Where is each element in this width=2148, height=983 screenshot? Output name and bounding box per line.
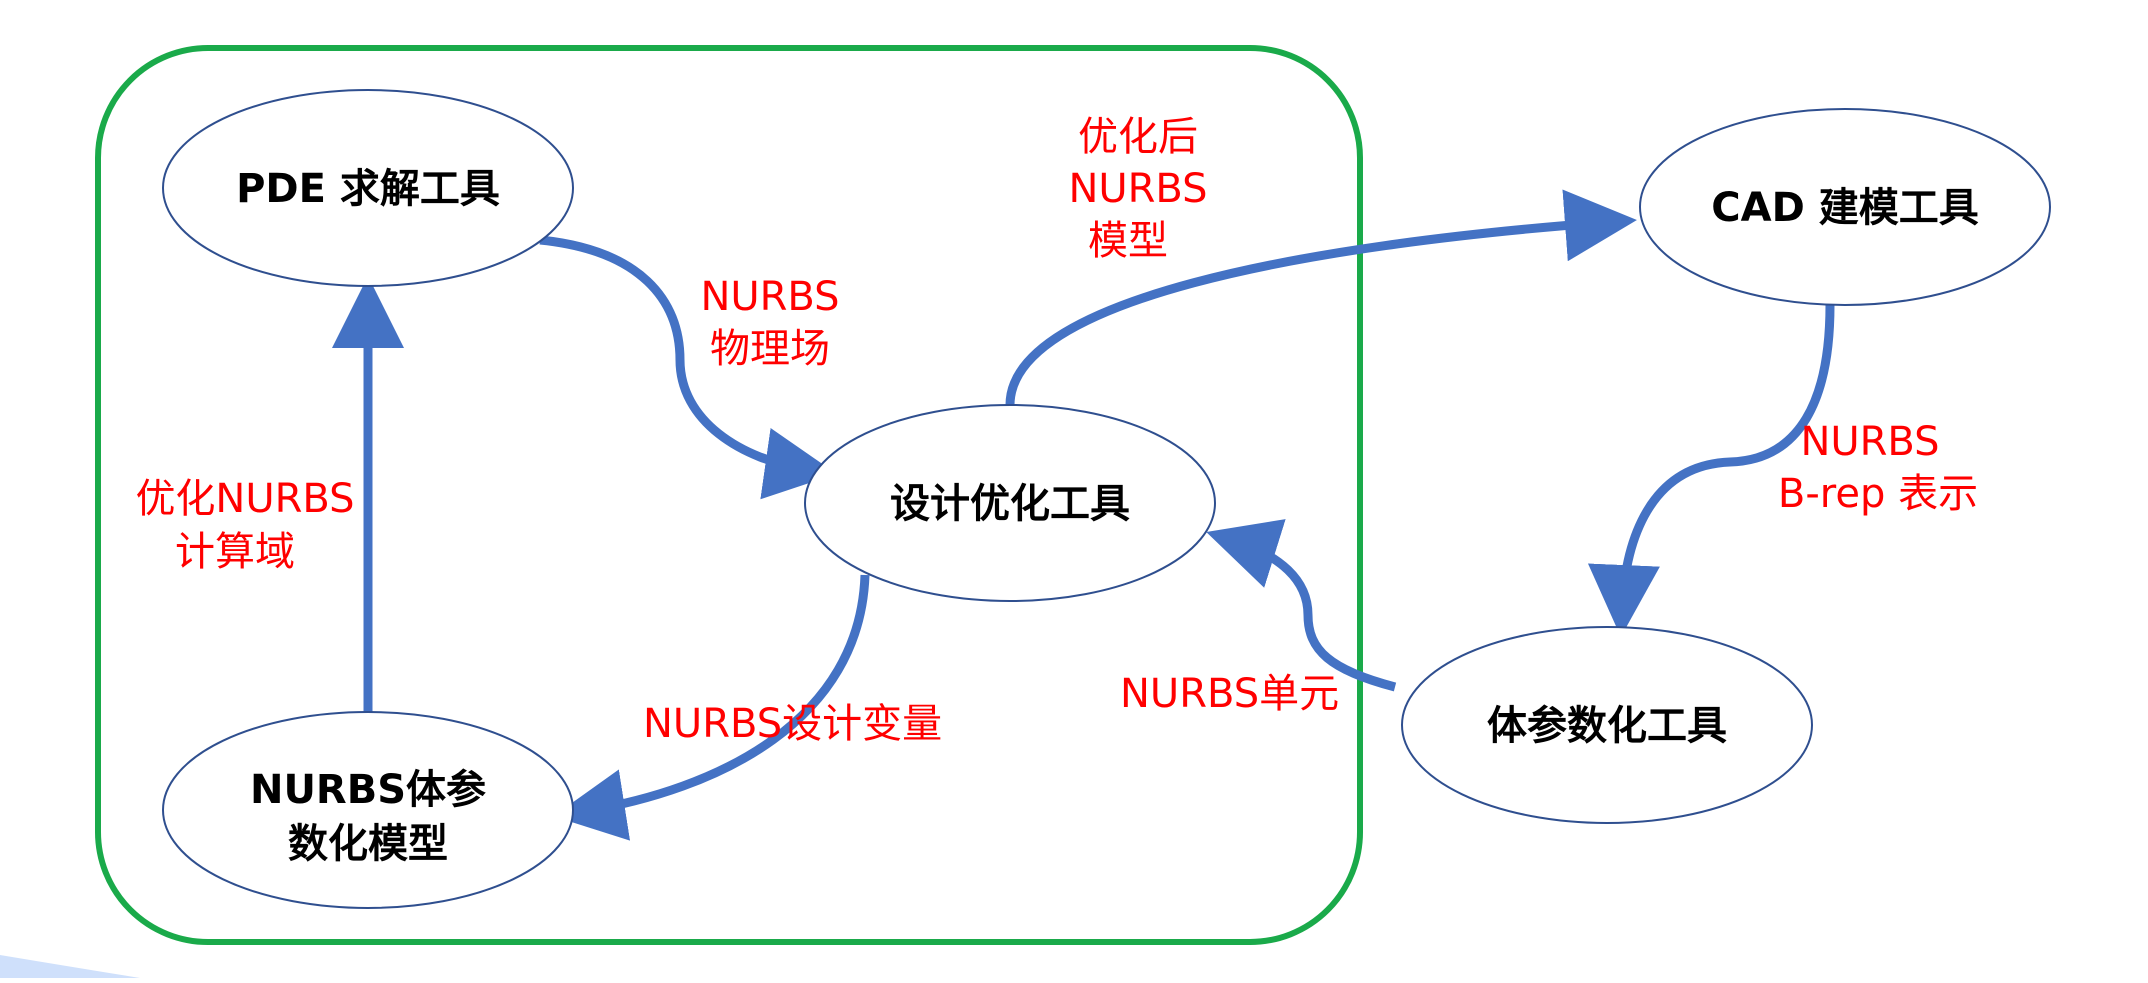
node-pde-solver-label: PDE 求解工具 [236, 166, 500, 212]
node-design-optimization-label: 设计优化工具 [890, 481, 1130, 527]
label-optimized-line2: NURBS [1068, 166, 1207, 212]
label-physics-line2: 物理场 [710, 326, 830, 372]
label-brep-line2: B-rep 表示 [1778, 471, 1978, 517]
edge-design-opt-to-nurbs-model [553, 574, 870, 841]
label-physics-line1: NURBS [700, 274, 839, 320]
node-nurbs-model[interactable] [162, 711, 574, 909]
label-design-variables: NURBS设计变量 [643, 701, 942, 747]
node-cad-modeling[interactable] [1639, 108, 2051, 306]
node-design-optimization[interactable] [804, 404, 1216, 602]
node-nurbs-model-label-line1: NURBS体参 [250, 767, 486, 813]
node-volume-parameterization[interactable] [1401, 626, 1813, 824]
label-domain-line2: 计算域 [175, 529, 295, 575]
label-optimized-line1: 优化后 [1078, 114, 1198, 160]
node-cad-modeling-label: CAD 建模工具 [1711, 185, 1978, 231]
label-nurbs-elements: NURBS单元 [1120, 671, 1339, 717]
node-volume-parameterization-label: 体参数化工具 [1487, 703, 1727, 749]
label-brep-line1: NURBS [1800, 419, 1939, 465]
node-nurbs-model-label-line2: 数化模型 [288, 821, 448, 867]
edge-vol-param-to-design-opt [1206, 519, 1397, 692]
node-pde-solver[interactable] [162, 89, 574, 287]
edge-design-opt-to-cad [1005, 189, 1637, 406]
integration-group-border [95, 45, 1363, 945]
label-optimized-line3: 模型 [1088, 218, 1168, 264]
edge-pde-to-design-opt [539, 235, 837, 500]
corner-decoration [0, 955, 140, 978]
label-domain-line1: 优化NURBS [135, 476, 354, 522]
edge-cad-to-vol-param [1587, 304, 1835, 637]
